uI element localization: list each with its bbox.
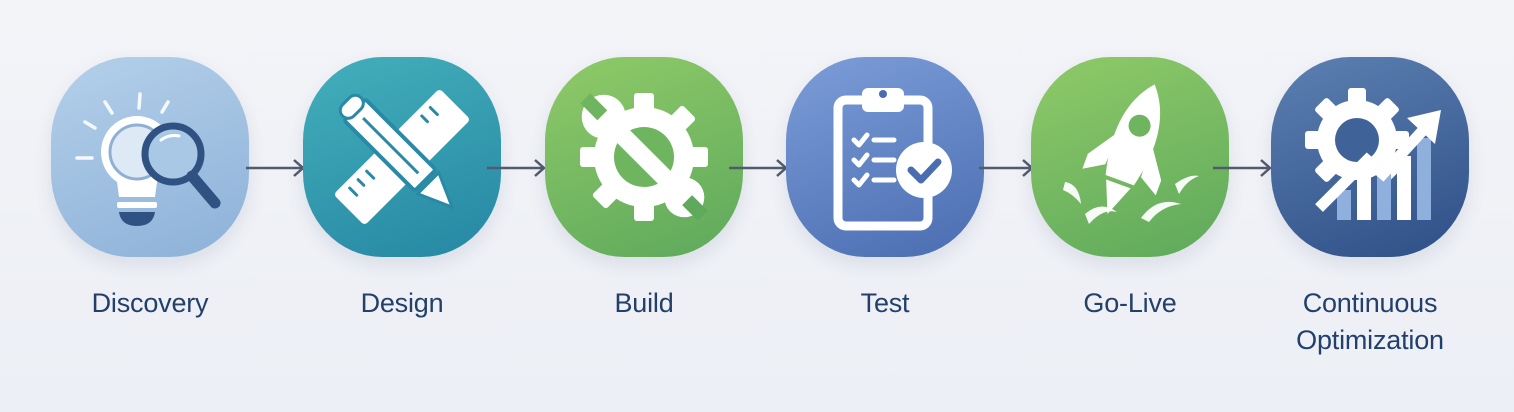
gear-growth-chart-icon xyxy=(1271,57,1469,257)
step-build: Build xyxy=(544,57,744,322)
rocket-launch-icon xyxy=(1031,57,1229,257)
step-continuous-optimization: Continuous Optimization xyxy=(1270,57,1470,359)
step-discovery: Discovery xyxy=(50,57,250,322)
step-label: Test xyxy=(860,288,910,318)
arrow-right-icon xyxy=(246,158,306,178)
pencil-ruler-icon xyxy=(303,57,501,257)
clipboard-checklist-icon xyxy=(786,57,984,257)
step-go-live: Go-Live xyxy=(1030,57,1230,322)
step-label: Build xyxy=(614,288,674,318)
arrow-right-icon xyxy=(487,158,547,178)
arrow-right-icon xyxy=(729,158,789,178)
gear-wrench-icon xyxy=(545,57,743,257)
lightbulb-magnifier-icon xyxy=(51,57,249,257)
step-label-line-2: Optimization xyxy=(1296,325,1444,355)
step-label-line-1: Continuous xyxy=(1302,288,1438,318)
step-label: Continuous Optimization xyxy=(1296,285,1444,359)
arrow-right-icon xyxy=(979,158,1035,178)
step-test: Test xyxy=(785,57,985,322)
step-label: Go-Live xyxy=(1083,288,1177,318)
step-design: Design xyxy=(302,57,502,322)
step-label: Discovery xyxy=(91,288,209,318)
step-label: Design xyxy=(360,288,444,318)
arrow-right-icon xyxy=(1213,158,1273,178)
